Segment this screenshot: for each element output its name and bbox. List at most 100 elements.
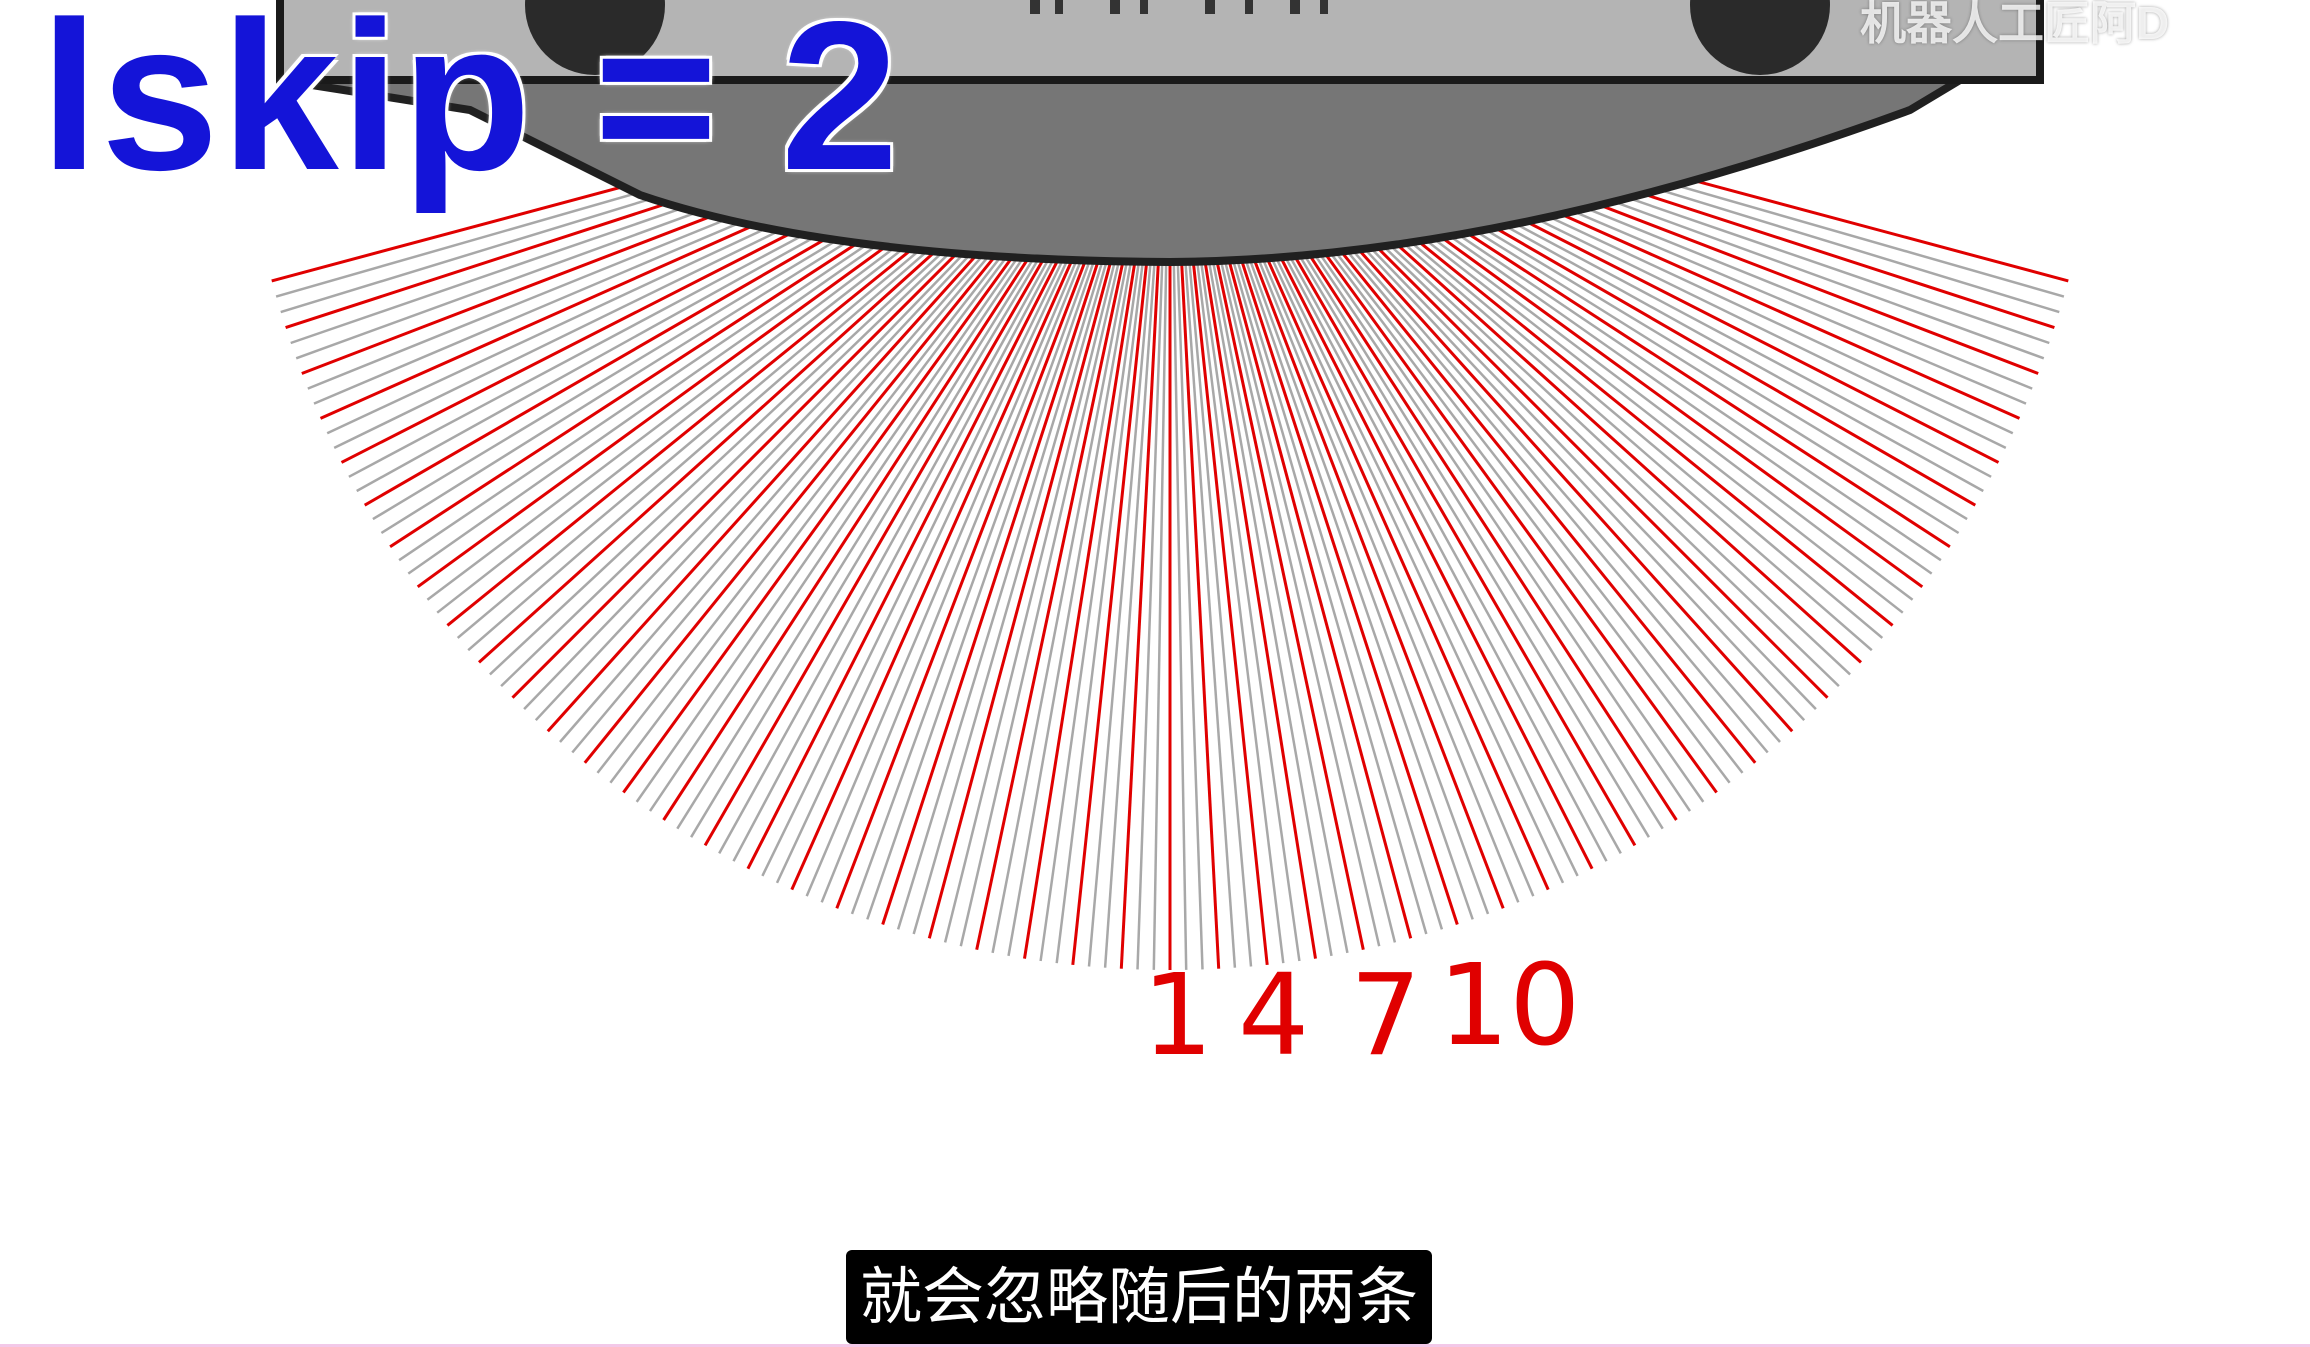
laser-beam-skipped bbox=[1199, 257, 1301, 962]
laser-beam-skipped bbox=[959, 254, 1122, 947]
laser-beam-used bbox=[1332, 186, 1863, 664]
laser-beam-used bbox=[881, 248, 1104, 925]
laser-beam-skipped bbox=[775, 238, 1079, 884]
laser-beam-skipped bbox=[1335, 183, 1873, 652]
laser-beam-skipped bbox=[523, 197, 1019, 710]
laser-beam-skipped bbox=[500, 191, 1013, 687]
laser-beam-skipped bbox=[732, 233, 1068, 862]
laser-beam-used bbox=[1180, 259, 1221, 969]
laser-beam-skipped bbox=[1187, 259, 1253, 967]
laser-beam-skipped bbox=[1176, 259, 1204, 970]
laser-beam-skipped bbox=[1344, 171, 1914, 601]
laser-beam-skipped bbox=[1087, 259, 1153, 967]
laser-beam-skipped bbox=[1330, 189, 1851, 676]
laser-beam-skipped bbox=[1039, 257, 1141, 962]
laser-beam-skipped bbox=[896, 250, 1107, 930]
laser-beam-used bbox=[477, 186, 1008, 664]
laser-beam-used bbox=[1191, 258, 1269, 966]
laser-beam-used bbox=[546, 202, 1024, 733]
laser-beam-skipped bbox=[805, 242, 1086, 897]
subtitle-caption: 就会忽略随后的两条 bbox=[846, 1250, 1433, 1344]
laser-beam-skipped bbox=[850, 246, 1096, 915]
laser-beam-skipped bbox=[1195, 258, 1285, 964]
laser-beam-used bbox=[975, 254, 1126, 951]
laser-beam-used bbox=[1324, 194, 1829, 699]
laser-beam-skipped bbox=[1233, 250, 1444, 930]
laser-beam-used bbox=[1247, 244, 1505, 909]
laser-beam-used bbox=[746, 235, 1072, 870]
laser-beam-skipped bbox=[1285, 225, 1664, 830]
laser-beam-used bbox=[1202, 257, 1317, 959]
laser-beam-used bbox=[1236, 248, 1459, 925]
laser-beam-skipped bbox=[489, 189, 1010, 676]
laser-beam-skipped bbox=[571, 207, 1030, 754]
laser-beam-skipped bbox=[1342, 174, 1904, 614]
laser-beam-skipped bbox=[1301, 214, 1731, 784]
laser-beam-skipped bbox=[1319, 200, 1806, 722]
laser-beam-used bbox=[1278, 229, 1637, 847]
laser-beam-used bbox=[1214, 254, 1365, 951]
laser-beam-skipped bbox=[1152, 259, 1168, 970]
laser-beam-skipped bbox=[820, 243, 1089, 903]
robot-left-wheel bbox=[525, 0, 665, 75]
laser-beam-skipped bbox=[1275, 231, 1622, 855]
beam-index-label: 4 bbox=[1238, 951, 1310, 1081]
laser-beam-skipped bbox=[1251, 243, 1520, 903]
laser-beam-skipped bbox=[1261, 238, 1565, 884]
laser-beam-skipped bbox=[991, 255, 1130, 954]
laser-beam-used bbox=[703, 229, 1062, 847]
laser-beam-skipped bbox=[1240, 247, 1474, 920]
laser-beam-skipped bbox=[596, 212, 1036, 774]
laser-beam-skipped bbox=[609, 214, 1039, 784]
laser-beam-skipped bbox=[943, 253, 1119, 943]
laser-beam-skipped bbox=[1313, 205, 1781, 743]
laser-beam-skipped bbox=[1172, 259, 1188, 970]
laser-beam-skipped bbox=[676, 225, 1055, 830]
laser-beam-skipped bbox=[1055, 258, 1145, 964]
beam-index-label: 1 bbox=[1142, 951, 1214, 1081]
laser-beam-skipped bbox=[456, 180, 1003, 639]
laser-beam-skipped bbox=[866, 247, 1100, 920]
laser-beam-skipped bbox=[718, 231, 1065, 855]
robot-body bbox=[276, 0, 2044, 267]
laser-beam-skipped bbox=[1254, 242, 1535, 897]
laser-beam-used bbox=[662, 223, 1052, 821]
laser-beam-used bbox=[1023, 257, 1138, 959]
laser-beam-skipped bbox=[1210, 255, 1349, 954]
laser-beam-skipped bbox=[1229, 251, 1428, 935]
laser-beam-skipped bbox=[1184, 259, 1237, 968]
laser-beam-skipped bbox=[1206, 256, 1333, 957]
laser-beam-used bbox=[1339, 177, 1894, 627]
laser-beam-skipped bbox=[1218, 254, 1381, 947]
laser-beam-used bbox=[790, 240, 1082, 891]
laser-beam-used bbox=[927, 252, 1115, 939]
laser-beam-skipped bbox=[1304, 212, 1744, 774]
robot-right-wheel bbox=[1690, 0, 1830, 75]
laser-beam-skipped bbox=[761, 237, 1075, 877]
laser-beam-used bbox=[1288, 223, 1678, 821]
laser-beam-used bbox=[622, 217, 1042, 794]
laser-beam-skipped bbox=[635, 219, 1045, 803]
laser-beam-skipped bbox=[1321, 197, 1817, 710]
laser-beam-skipped bbox=[1272, 233, 1608, 862]
laser-beam-used bbox=[583, 210, 1033, 764]
laser-beam-skipped bbox=[467, 183, 1005, 652]
progress-line bbox=[0, 1344, 2310, 1347]
laser-beam-used bbox=[1268, 235, 1594, 870]
laser-beam-skipped bbox=[1103, 259, 1156, 968]
beam-index-label: 7 bbox=[1350, 951, 1422, 1081]
laser-beam-skipped bbox=[1265, 237, 1579, 877]
laser-beam-skipped bbox=[1295, 219, 1705, 803]
laser-beam-used bbox=[1225, 252, 1413, 939]
laser-beam-skipped bbox=[1327, 191, 1840, 687]
laser-beam-skipped bbox=[534, 200, 1021, 722]
laser-beam-used bbox=[1298, 217, 1718, 794]
laser-beam-skipped bbox=[1291, 221, 1692, 812]
laser-beam-used bbox=[446, 177, 1001, 627]
laser-beam-used bbox=[1258, 240, 1550, 891]
laser-beam-skipped bbox=[1136, 259, 1164, 970]
laser-beam-used bbox=[511, 194, 1016, 699]
laser-beam-skipped bbox=[1337, 180, 1884, 639]
lskip-parameter-label: lskip = 2 bbox=[40, 0, 901, 214]
